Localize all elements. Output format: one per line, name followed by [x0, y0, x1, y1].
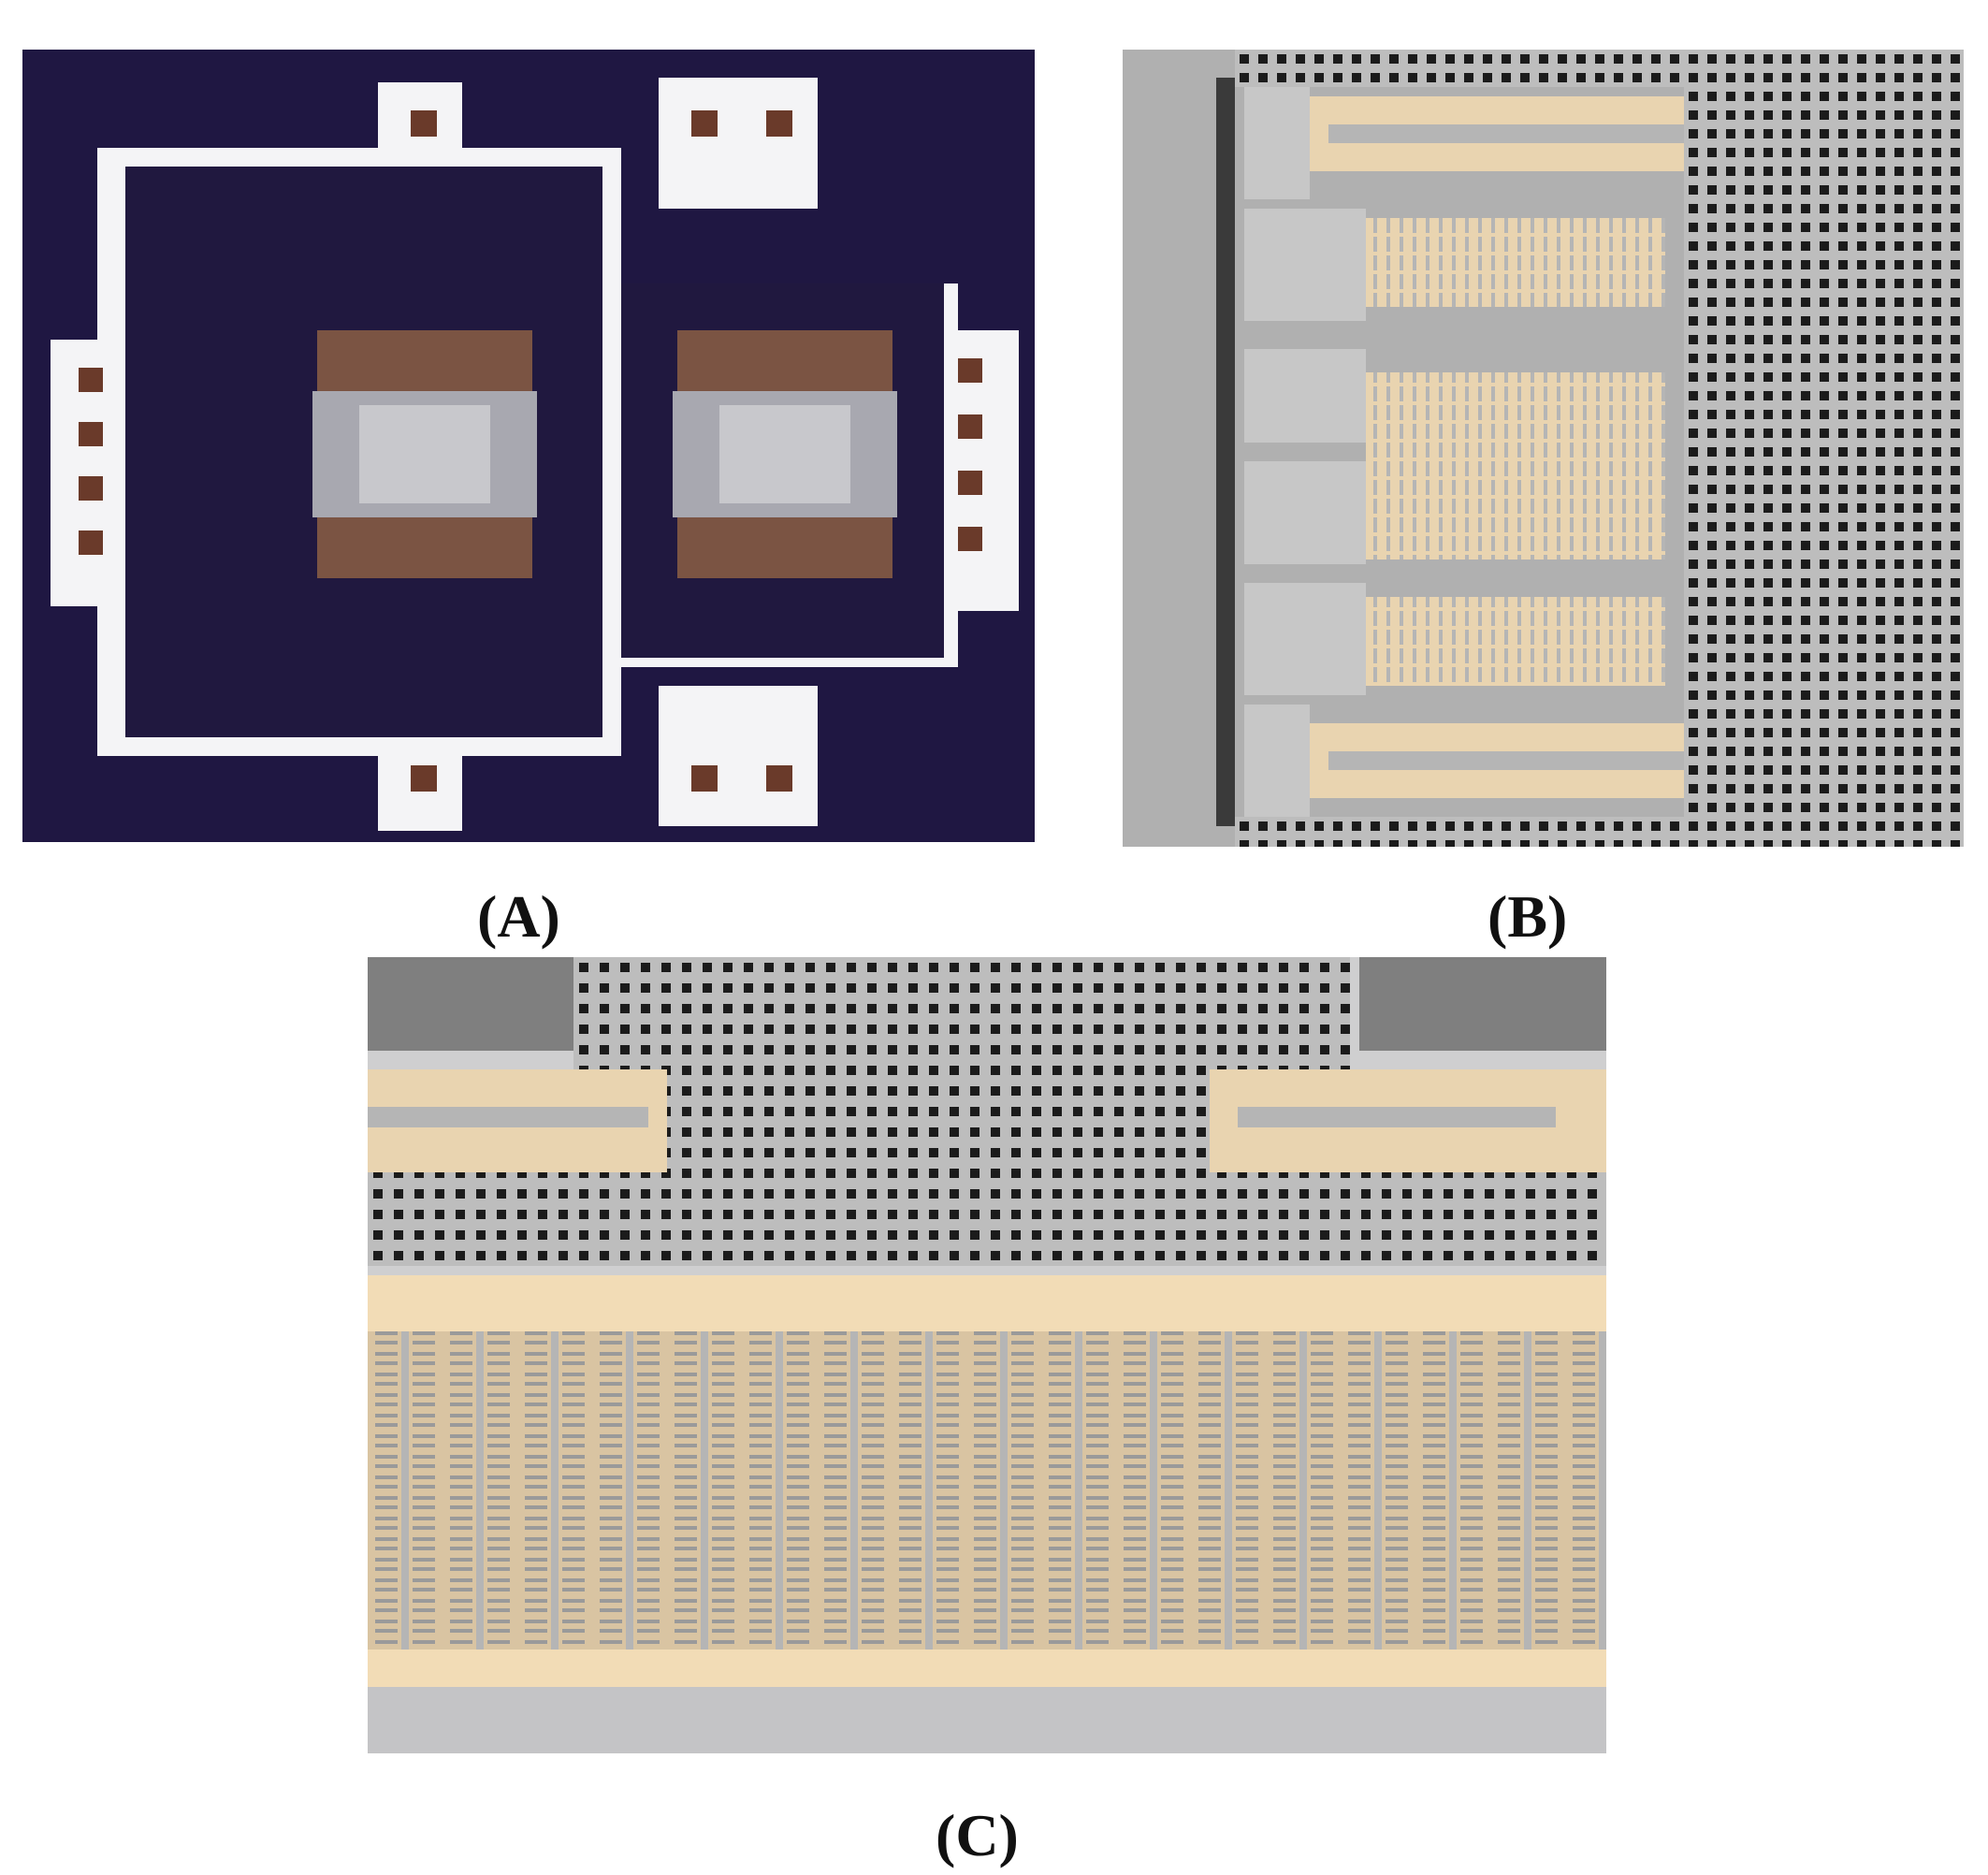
- panel-b-label: (B): [1487, 883, 1568, 950]
- electrode-detail-image: [1123, 50, 1964, 847]
- panel-c-label: (C): [936, 1802, 1019, 1868]
- panel-a-label: (A): [477, 883, 560, 950]
- panel-a-micrograph: [22, 50, 1035, 842]
- chip-overview-image: [22, 50, 1035, 842]
- panel-c-micrograph: [368, 957, 1606, 1753]
- spring-array-detail-image: [368, 957, 1606, 1753]
- panel-b-micrograph: [1123, 50, 1964, 847]
